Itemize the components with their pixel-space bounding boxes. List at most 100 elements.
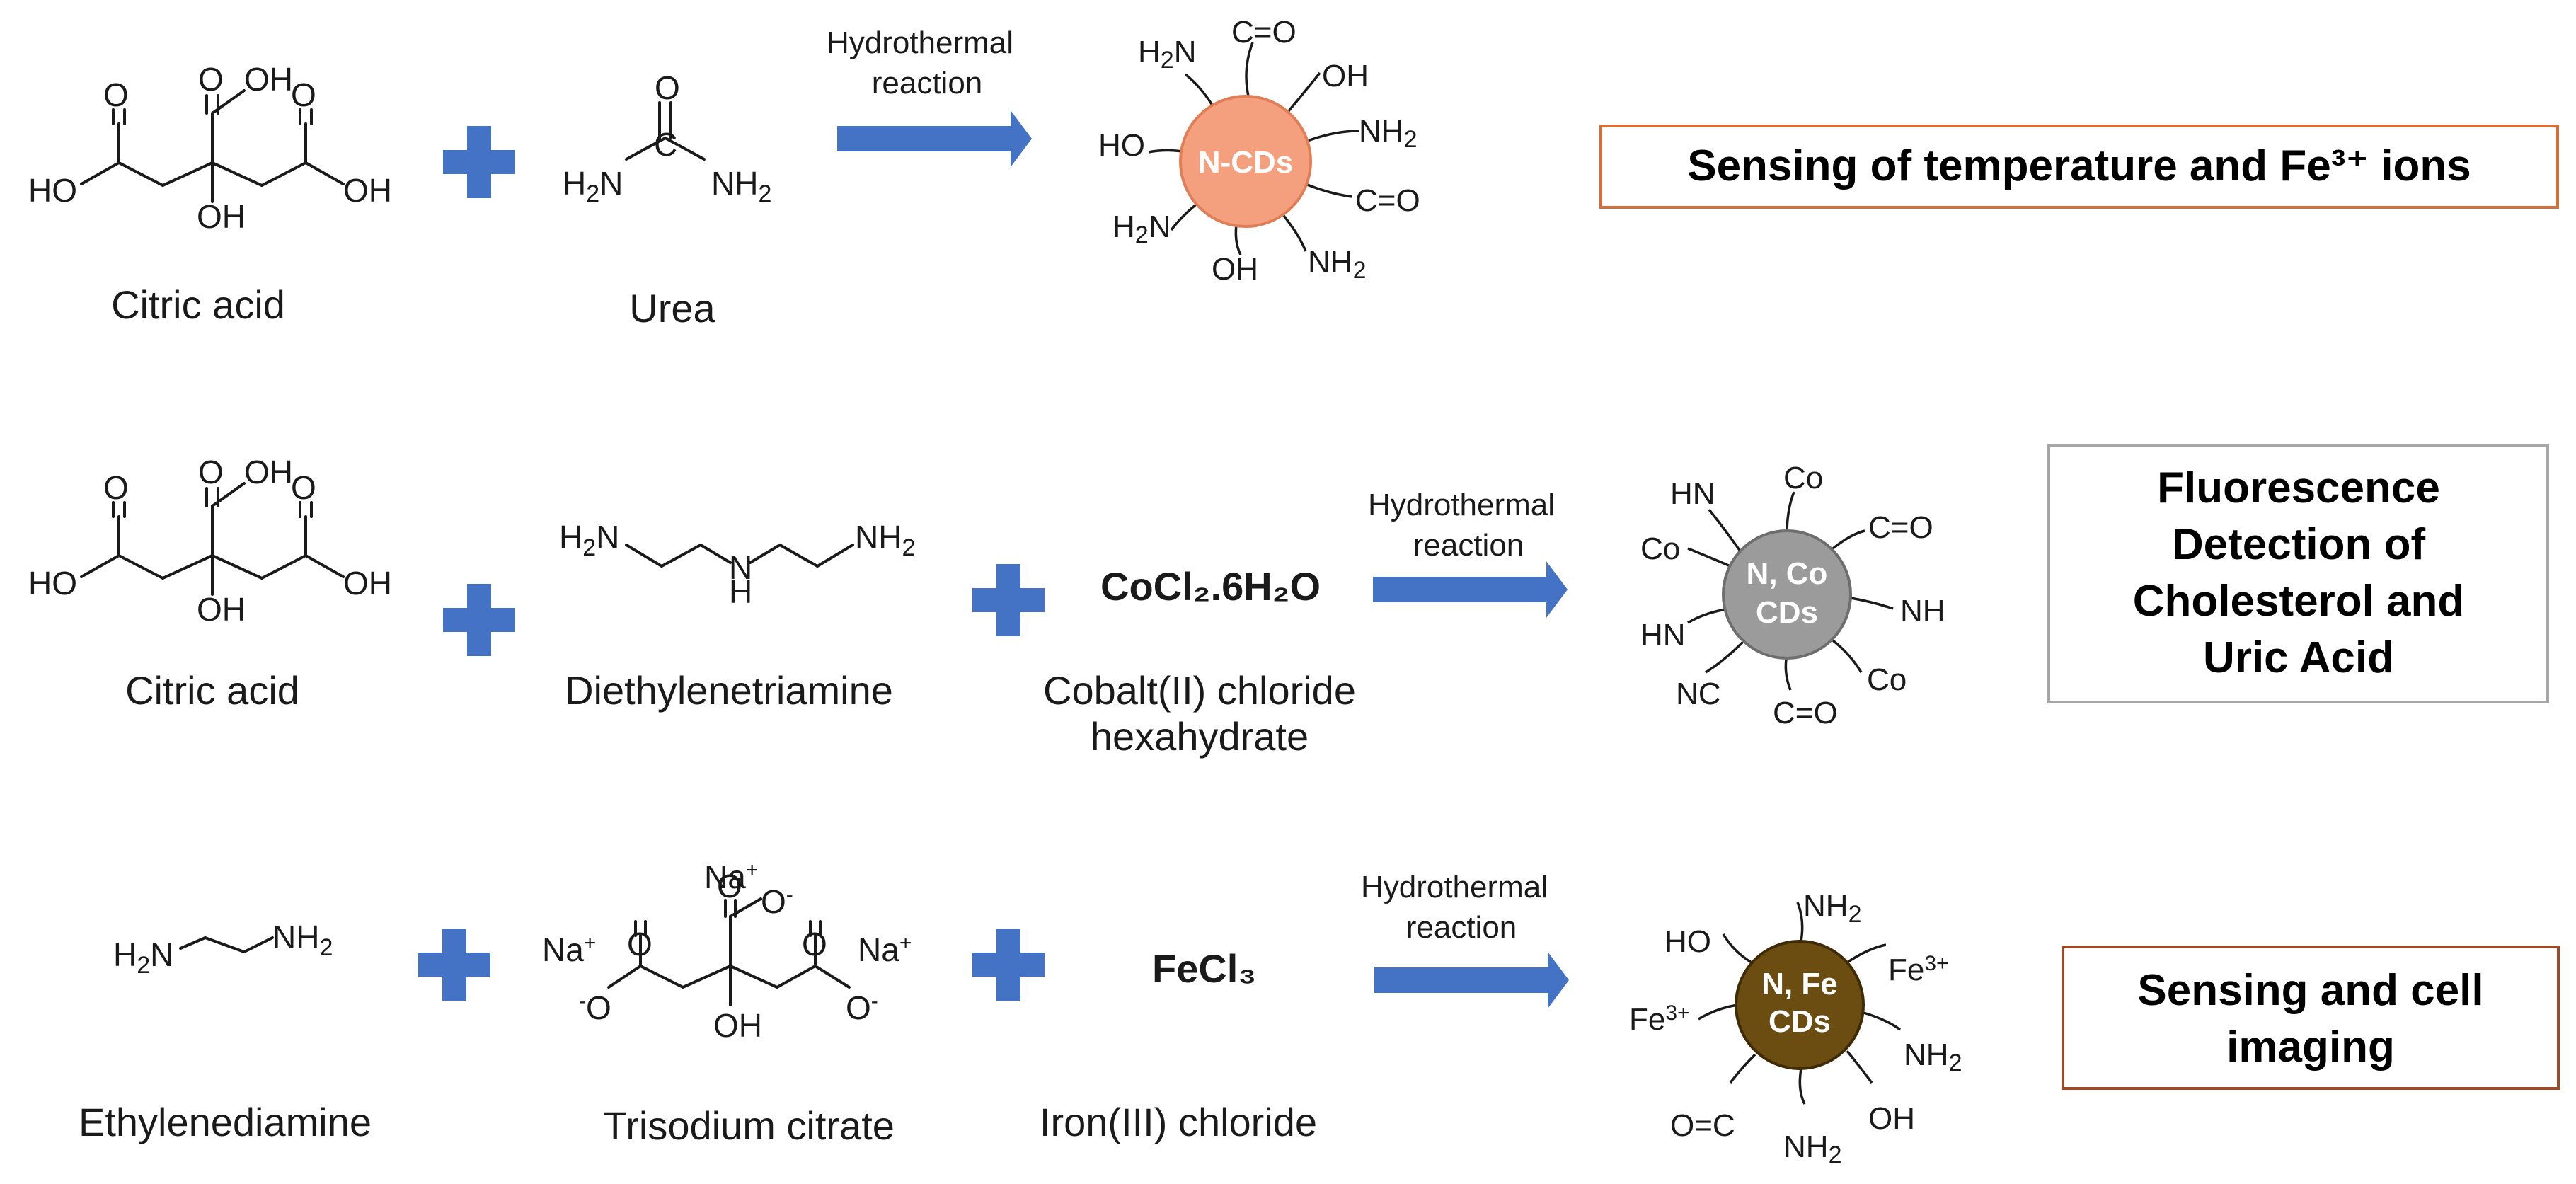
ligand-oh-fe-1: OH	[1868, 1101, 1915, 1136]
reaction-arrow-row1	[837, 110, 1032, 167]
application-text-row1: Sensing of temperature and Fe³⁺ ions	[1687, 142, 2471, 190]
ligand-fe3-1: Fe3+	[1888, 952, 1949, 987]
ligand-ho-fe-1: HO	[1664, 924, 1711, 959]
formula-fecl3: FeCl₃	[1152, 946, 1256, 991]
citric-acid-structure-row2	[80, 482, 345, 596]
reactant-name-trisodium-citrate: Trisodium citrate	[603, 1103, 895, 1148]
svg-text:HO: HO	[28, 172, 77, 209]
urea-structure	[625, 101, 706, 161]
ligand-nh2-fe-1: NH2	[1803, 889, 1861, 928]
citric-acid-structure-row1	[80, 89, 345, 203]
dot-label-n-co-line2: CDs	[1756, 595, 1818, 630]
arrow-label-line1-row3: Hydrothermal	[1361, 870, 1548, 904]
svg-text:OH: OH	[343, 172, 392, 209]
svg-text:OH: OH	[197, 198, 246, 235]
ligand-fe3-2: Fe3+	[1629, 1001, 1690, 1037]
svg-text:O: O	[198, 61, 224, 98]
ligand-nc-1: NC	[1676, 677, 1721, 711]
trisodium-citrate-atoms: Na+ O O- Na+ O O Na+ -O OH O-	[542, 858, 912, 1044]
urea-atoms: O C H2N NH2	[563, 69, 771, 207]
reactant-name-cobalt-chloride-line1: Cobalt(II) chloride	[1043, 668, 1356, 713]
reactant-name-cobalt-chloride-line2: hexahydrate	[1091, 714, 1309, 759]
application-box-row2	[2047, 444, 2549, 703]
ligand-h2n-2: H2N	[1112, 209, 1171, 248]
ligand-co-metal-2: Co	[1867, 662, 1907, 697]
application-text-row2-line1: Fluorescence	[2157, 464, 2440, 512]
ligand-c-o-2: C=O	[1773, 696, 1838, 730]
application-text-row3-line2: imaging	[2226, 1023, 2395, 1071]
ligand-co-metal-3: Co	[1640, 531, 1680, 566]
application-text-row2-line2: Detection of	[2172, 520, 2426, 569]
application-text-row2-line4: Uric Acid	[2203, 633, 2394, 682]
plus-icon	[443, 126, 515, 198]
svg-text:N: N	[729, 549, 752, 586]
ligand-ho-1: HO	[1098, 128, 1145, 163]
svg-text:OH: OH	[244, 454, 293, 490]
ligand-hn-1: HN	[1670, 476, 1715, 511]
svg-text:H2N: H2N	[559, 519, 619, 561]
application-box-row3	[2062, 946, 2560, 1090]
svg-text:H: H	[729, 573, 752, 610]
arrow-label-line2-row1: reaction	[872, 66, 983, 100]
formula-cocl2-6h2o: CoCl₂.6H₂O	[1100, 564, 1321, 609]
ligand-nh2-fe-3: NH2	[1783, 1130, 1841, 1168]
dot-label-n-fe-line2: CDs	[1769, 1004, 1831, 1039]
svg-text:NH2: NH2	[711, 165, 771, 207]
svg-text:-O: -O	[579, 989, 611, 1026]
ligand-oh-2: OH	[1212, 252, 1258, 287]
ligand-nh2-1: NH2	[1359, 114, 1417, 153]
reaction-arrow-row3	[1374, 952, 1569, 1008]
ligand-hn-2: HN	[1640, 618, 1686, 653]
svg-text:NH2: NH2	[855, 519, 915, 561]
reactant-name-citric-acid-row2: Citric acid	[125, 668, 299, 713]
ligand-c-o-1: C=O	[1868, 510, 1933, 545]
svg-text:O: O	[717, 868, 742, 904]
svg-text:O: O	[655, 69, 680, 106]
reactant-name-diethylenetriamine: Diethylenetriamine	[565, 668, 893, 713]
svg-text:O-: O-	[761, 883, 793, 920]
ethylenediamine-atoms: H2N NH2	[113, 919, 333, 979]
svg-text:OH: OH	[713, 1007, 762, 1044]
dot-label-n-fe-line1: N, Fe	[1761, 967, 1838, 1001]
application-box-row1	[1599, 125, 2559, 209]
svg-text:C: C	[654, 126, 677, 163]
plus-icon	[972, 929, 1045, 1001]
svg-text:OH: OH	[244, 61, 293, 98]
application-text-row3-line1: Sensing and cell	[2137, 966, 2483, 1015]
reaction-arrow-row2	[1373, 561, 1568, 618]
dot-label-n-co-line1: N, Co	[1747, 556, 1828, 591]
citric-acid-atoms-row2: HO O O OH OH O OH	[28, 454, 392, 628]
plus-icon	[443, 584, 515, 656]
citric-acid-atoms-row1: HO O O OH OH O OH	[28, 61, 392, 235]
n-co-cds-dot: N, Co CDs HN Co C=O NH Co C=O NC HN Co	[1640, 461, 1945, 730]
arrow-label-line2-row2: reaction	[1413, 528, 1524, 563]
svg-text:Na+: Na+	[858, 931, 912, 968]
svg-text:O: O	[627, 926, 652, 962]
ligand-co-2: C=O	[1355, 183, 1420, 218]
plus-icon	[972, 564, 1045, 636]
ligand-nh2-fe-2: NH2	[1904, 1038, 1962, 1076]
trisodium-citrate-structure	[607, 897, 851, 1006]
svg-text:O-: O-	[846, 989, 878, 1026]
reactant-name-urea: Urea	[629, 286, 715, 331]
svg-text:O: O	[198, 454, 224, 490]
ethylenediamine-structure	[179, 936, 274, 953]
svg-text:O: O	[103, 76, 129, 113]
reactant-name-ethylenediamine: Ethylenediamine	[79, 1100, 372, 1144]
reactant-name-iron-chloride: Iron(III) chloride	[1040, 1100, 1317, 1144]
svg-text:O: O	[802, 926, 827, 962]
ligand-nh2-2: NH2	[1308, 245, 1366, 284]
ligand-co-1: C=O	[1231, 15, 1296, 50]
svg-text:O: O	[291, 469, 316, 506]
arrow-label-line1-row1: Hydrothermal	[827, 25, 1013, 60]
svg-text:H2N: H2N	[563, 165, 623, 207]
dot-label-n-cds: N-CDs	[1198, 145, 1293, 180]
svg-text:O: O	[291, 76, 316, 113]
ligand-oc-fe-1: O=C	[1670, 1108, 1735, 1143]
diethylenetriamine-structure	[625, 544, 854, 568]
svg-text:OH: OH	[197, 591, 246, 628]
plus-icon	[418, 929, 490, 1001]
n-cds-dot: N-CDs H2N C=O OH NH2 C=O NH2 OH H2N HO	[1098, 15, 1420, 287]
n-fe-cds-dot: N, Fe CDs NH2 Fe3+ NH2 OH NH2 O=C Fe3+ H…	[1629, 889, 1962, 1168]
